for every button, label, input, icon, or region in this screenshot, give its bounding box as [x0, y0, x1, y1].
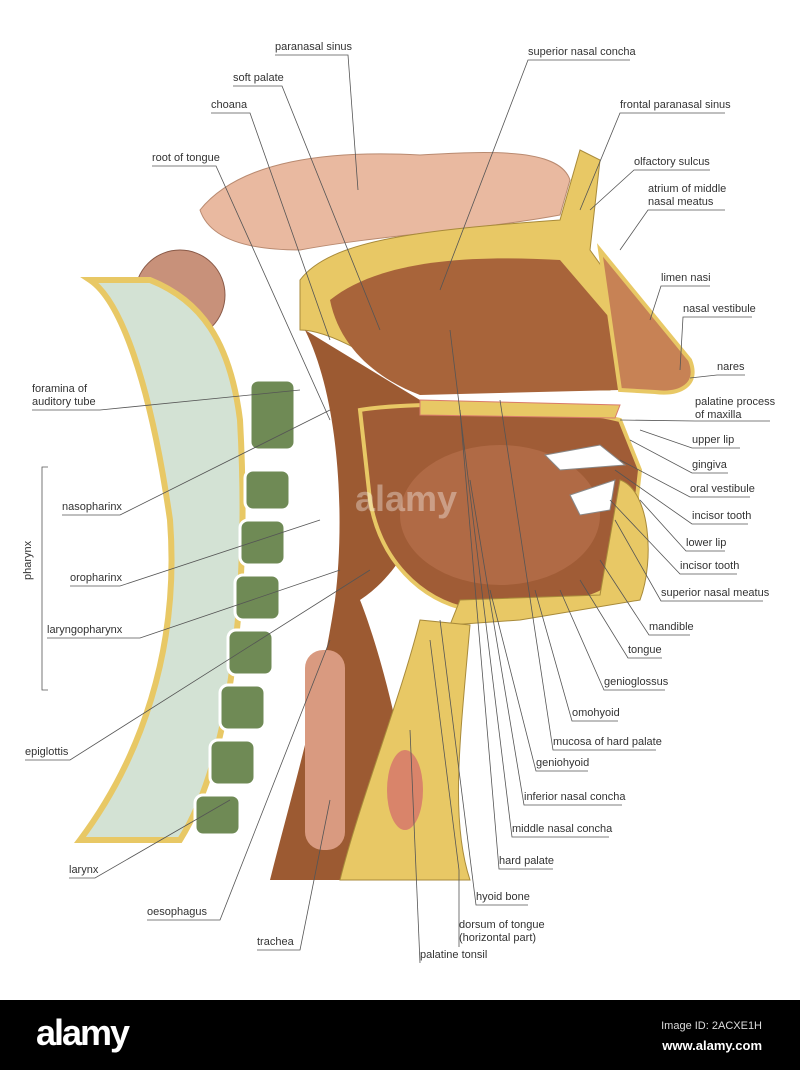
label-limen-nasi: limen nasi [661, 272, 711, 284]
label-choana: choana [211, 99, 248, 111]
label-line: of maxilla [695, 409, 742, 421]
label-line: atrium of middle [648, 183, 727, 195]
label-inferior-nasal-concha: inferior nasal concha [524, 791, 626, 803]
label-oropharinx: oropharinx [70, 572, 122, 584]
site-url: www.alamy.com [662, 1038, 762, 1053]
label-dorsum-of-tongue: dorsum of tongue(horizontal part) [459, 919, 545, 945]
label-superior-nasal-meatus: superior nasal meatus [661, 587, 770, 599]
label-superior-nasal-concha: superior nasal concha [528, 46, 636, 58]
brain [199, 152, 571, 251]
image-id: Image ID: 2ACXE1H [661, 1020, 762, 1032]
label-paranasal-sinus: paranasal sinus [275, 41, 353, 53]
label-line: nasal meatus [648, 196, 714, 208]
label-line: dorsum of tongue [459, 919, 545, 931]
label-nasal-vestibule: nasal vestibule [683, 303, 756, 315]
label-geniohyoid: geniohyoid [536, 757, 590, 769]
label-tongue: tongue [628, 644, 662, 656]
label-oesophagus: oesophagus [147, 906, 207, 918]
label-palatine-tonsil: palatine tonsil [420, 949, 488, 961]
label-line: foramina of [32, 383, 88, 395]
vertebrae [193, 378, 297, 837]
neck-back [74, 277, 246, 843]
thyroid [387, 750, 423, 830]
label-line: (horizontal part) [459, 932, 537, 944]
label-mucosa-hard-palate: mucosa of hard palate [553, 736, 662, 748]
label-incisor-tooth-2: incisor tooth [680, 560, 740, 572]
alamy-logo: alamy [36, 1012, 130, 1053]
label-incisor-tooth: incisor tooth [692, 510, 752, 522]
watermark: alamy [355, 478, 458, 519]
label-nares: nares [717, 361, 745, 373]
tongue [400, 445, 600, 585]
label-mandible: mandible [649, 621, 694, 633]
label-middle-nasal-concha: middle nasal concha [512, 823, 613, 835]
label-laryngopharynx: laryngopharynx [47, 624, 123, 636]
label-soft-palate: soft palate [233, 72, 284, 84]
label-hyoid-bone: hyoid bone [476, 891, 530, 903]
label-genioglossus: genioglossus [604, 676, 669, 688]
label-lower-lip: lower lip [686, 537, 727, 549]
nasal-cavity [330, 258, 640, 395]
teeth-lower [569, 479, 616, 516]
leader-lines [25, 54, 770, 964]
label-omohyoid: omohyoid [572, 707, 620, 719]
teeth-upper [543, 444, 627, 471]
label-hard-palate: hard palate [499, 855, 555, 867]
label-line: auditory tube [32, 396, 96, 408]
palate [419, 399, 621, 419]
label-oral-vestibule: oral vestibule [690, 483, 755, 495]
label-gingiva: gingiva [692, 459, 727, 471]
label-trachea: trachea [257, 936, 294, 948]
chin [449, 479, 649, 626]
footer-bar: alamy Image ID: 2ACXE1H www.alamy.com [0, 1000, 800, 1070]
nose [597, 243, 695, 395]
label-upper-lip: upper lip [692, 434, 735, 446]
label-frontal-paranasal-sinus: frontal paranasal sinus [620, 99, 731, 111]
label-nasopharinx: nasopharinx [62, 501, 122, 513]
trachea-tube [305, 650, 345, 850]
head-neck-sagittal-illustration [25, 54, 770, 964]
label-line: palatine process [695, 396, 776, 408]
label-larynx: larynx [69, 864, 99, 876]
label-olfactory-sulcus: olfactory sulcus [634, 156, 710, 168]
label-pharynx: pharynx [22, 540, 34, 580]
label-epiglottis: epiglottis [25, 746, 69, 758]
label-root-of-tongue: root of tongue [152, 152, 220, 164]
